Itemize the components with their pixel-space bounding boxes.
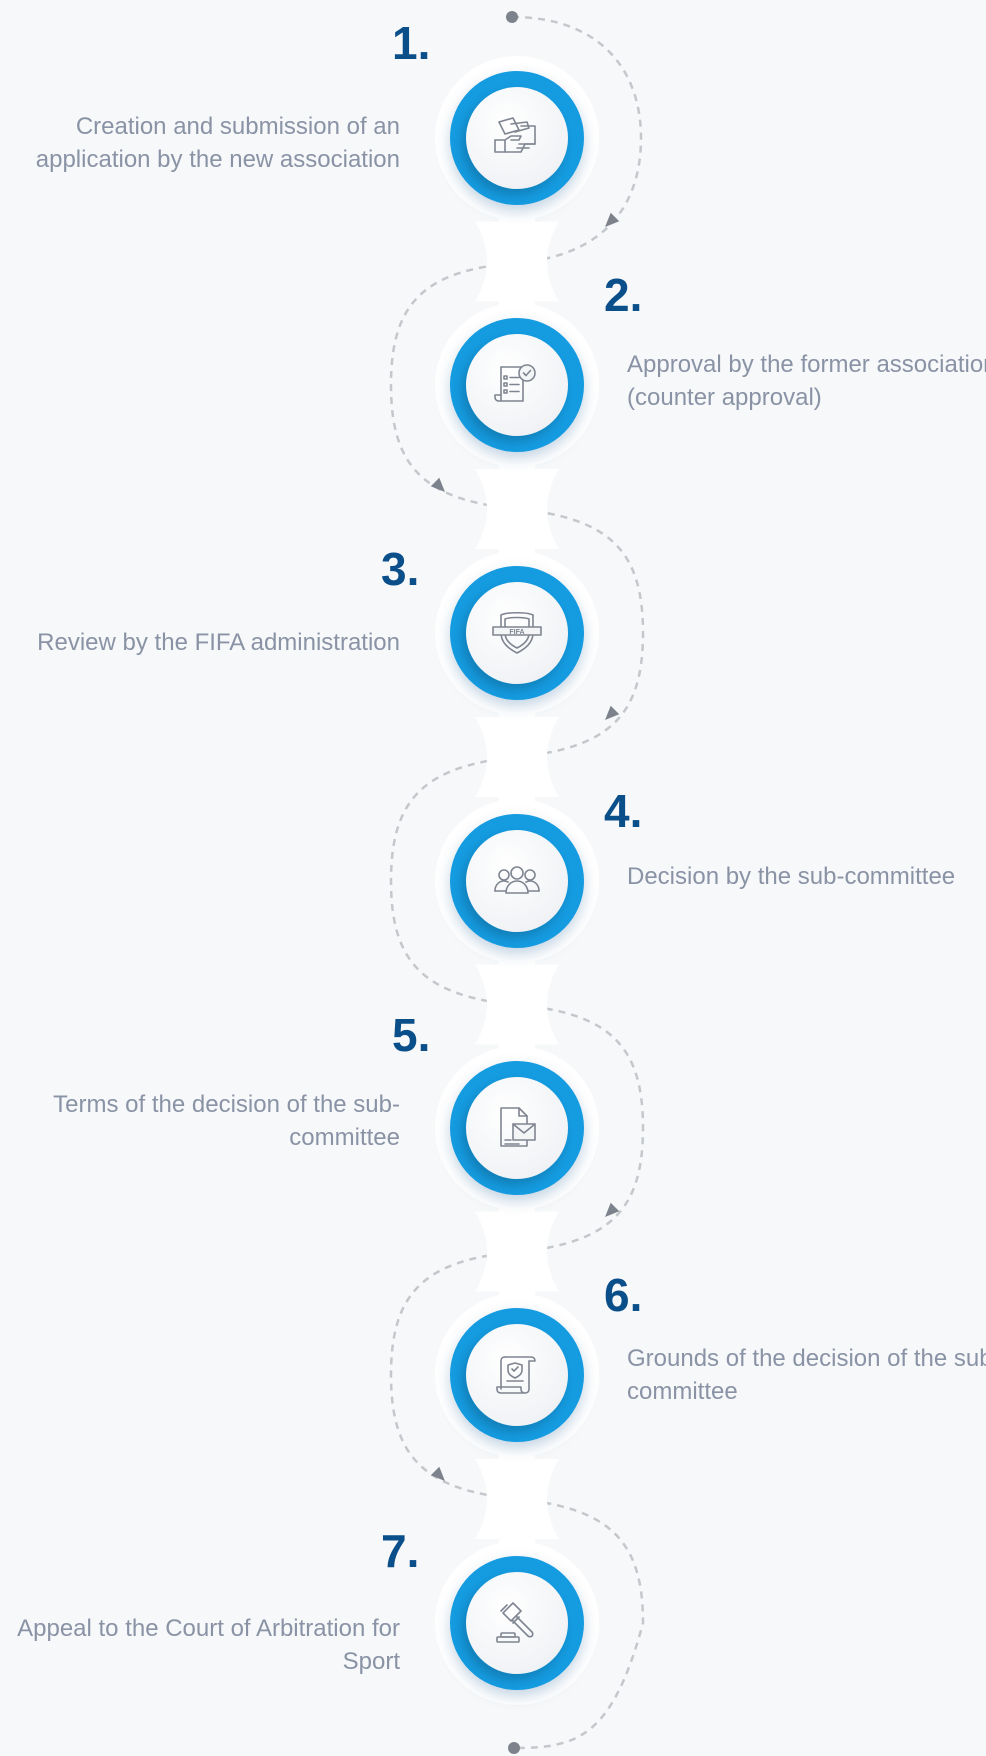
step-disc <box>450 1556 584 1690</box>
step-4: 4. Decision by the sub-committee <box>0 0 986 948</box>
flow-arrowhead <box>605 1202 620 1217</box>
step-number: 7. <box>381 1525 420 1577</box>
document-envelope-icon <box>500 1107 536 1147</box>
step-description: Approval by the former association (coun… <box>627 351 986 411</box>
step-description: Terms of the decision of the sub-committ… <box>53 1091 400 1151</box>
flow-arrowhead <box>605 705 620 720</box>
step-number: 1. <box>392 17 431 69</box>
step-disc <box>450 71 584 205</box>
step-number: 3. <box>381 543 420 595</box>
step-description: Creation and submission of an applicatio… <box>35 113 400 173</box>
step-6: 6. Grounds of the decision of the sub-co… <box>0 0 986 1442</box>
checklist-approval-icon <box>494 364 536 402</box>
gavel-icon <box>496 1602 534 1643</box>
step-disc <box>450 1308 584 1442</box>
step-number: 2. <box>604 269 643 321</box>
documents-hand-icon <box>494 117 536 153</box>
step-disc <box>450 318 584 452</box>
step-7: 7. Appeal to the Court of Arbitration fo… <box>0 0 986 1690</box>
dashed-flow-line <box>389 15 645 1750</box>
flow-arrowhead <box>605 212 620 227</box>
step-description: Grounds of the decision of the sub-commi… <box>627 1345 986 1405</box>
step-disc: FIFA <box>450 566 584 700</box>
step-number: 4. <box>604 785 643 837</box>
step-disc <box>450 1061 584 1195</box>
step-number: 6. <box>604 1269 643 1321</box>
flow-arrowhead <box>430 477 445 492</box>
step-5: 5. Terms of the decision of the sub-comm… <box>0 0 986 1195</box>
step-description: Review by the FIFA administration <box>37 629 400 656</box>
step-2: 2. Approval by the former association (c… <box>0 0 986 452</box>
step-disc <box>450 814 584 948</box>
fifa-shield-icon: FIFA <box>492 611 542 654</box>
flow-end-dot <box>508 1742 520 1754</box>
step-description: Decision by the sub-committee <box>627 863 956 890</box>
shield-scroll-icon <box>496 1356 536 1394</box>
group-people-icon <box>494 866 540 894</box>
step-3: 3. Review by the FIFA administration FIF… <box>0 0 986 700</box>
flow-arrowhead <box>430 1466 445 1481</box>
step-1: 1. Creation and submission of an applica… <box>0 0 986 205</box>
step-description: Appeal to the Court of Arbitration for S… <box>17 1615 400 1675</box>
fifa-icon-label: FIFA <box>509 629 524 636</box>
flow-start-dot <box>506 11 518 23</box>
step-number: 5. <box>392 1009 431 1061</box>
